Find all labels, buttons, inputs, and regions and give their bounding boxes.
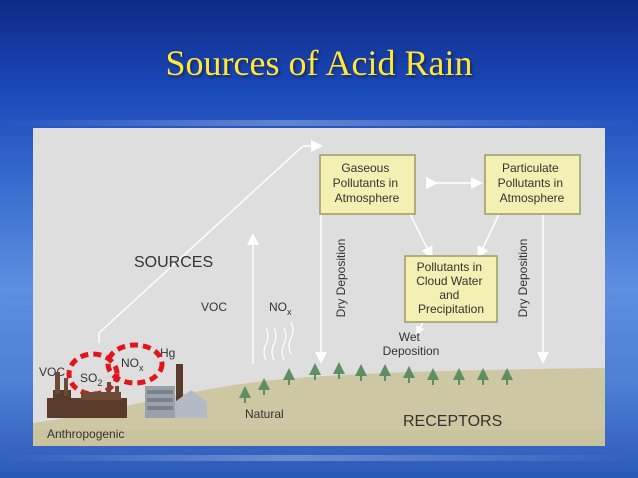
slide-title: Sources of Acid Rain [165,43,473,83]
wet-deposition-label: Wet Deposition [383,330,440,358]
anthropogenic-label: Anthropogenic [47,427,124,441]
particulate-pollutants-box [484,154,581,215]
particulate-box-text: Particulate Pollutants in Atmosphere [498,161,567,205]
dry-deposition-label-right: Dry Deposition [516,239,530,318]
gaseous-box-text: Gaseous Pollutants in Atmosphere [333,161,402,205]
background-streak [0,120,638,126]
ground-base [33,430,605,446]
ground-hill [33,368,605,446]
so2-label: SO2 [80,371,102,388]
nox-anthro-label: NOx [121,356,144,373]
power-station-icon [145,386,207,418]
nox-highlight-circle [105,342,165,386]
dry-deposition-label-left: Dry Deposition [334,239,348,318]
diagram-panel: Gaseous Pollutants in Atmosphere Particu… [33,128,605,446]
source-to-atmosphere-arrow [98,140,323,334]
nox-natural-label: NOx [269,300,292,317]
voc-natural-label: VOC [201,300,227,314]
hg-label: Hg [160,346,175,360]
voc-anthro-label: VOC [39,365,65,379]
natural-label: Natural [245,407,284,421]
tree-icons [239,362,513,403]
receptors-label: RECEPTORS [403,413,502,430]
cloud-box-text: Pollutants in Cloud Water and Precipitat… [416,260,486,316]
factory-icon [47,364,183,418]
background-streak [0,455,638,461]
sources-label: SOURCES [134,254,213,271]
so2-highlight-circle [66,351,120,397]
gaseous-pollutants-box [319,154,416,215]
cloud-water-box [404,255,498,323]
